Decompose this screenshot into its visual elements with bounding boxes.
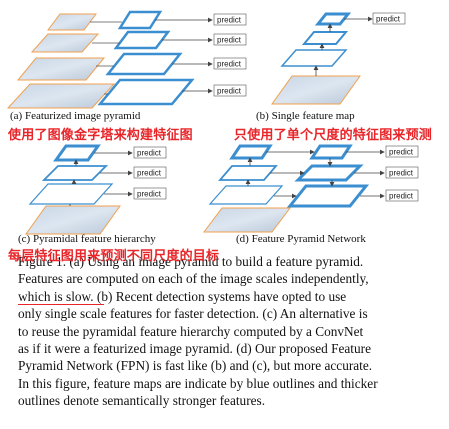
subfigure-c-diagram: predict predict predict xyxy=(25,144,167,235)
caption-line: which is slow. (b) Recent detection syst… xyxy=(18,288,347,304)
caption-line: Figure 1. (a) Using an image pyramid to … xyxy=(18,254,364,269)
subfigure-d-diagram: predict predict predict xyxy=(203,144,419,233)
caption-line: Features are computed on each of the ima… xyxy=(18,271,369,287)
caption-line: In this figure, feature maps are indicat… xyxy=(18,375,378,391)
predict-label: predict xyxy=(217,36,242,45)
caption-line: to reuse the pyramidal feature hierarchy… xyxy=(18,323,364,339)
annotation-underline xyxy=(18,304,104,305)
predict-label: predict xyxy=(217,87,242,96)
caption-d: (d) Feature Pyramid Network xyxy=(236,233,366,245)
caption-line: outlines denote semantically stronger fe… xyxy=(18,393,266,409)
predict-label: predict xyxy=(217,60,242,69)
annotation-b: 只使用了单个尺度的特征图来预测 xyxy=(234,128,433,143)
predict-label: predict xyxy=(389,192,414,201)
caption-line: as if it were a featurized image pyramid… xyxy=(18,341,371,357)
predict-label: predict xyxy=(217,16,242,25)
predict-label: predict xyxy=(137,149,162,158)
figure-diagrams: predict predict predict predict predict … xyxy=(6,10,419,235)
predict-label: predict xyxy=(389,169,414,178)
figure-caption-text: Figure 1. (a) Using an image pyramid to … xyxy=(18,253,432,410)
predict-label: predict xyxy=(137,190,162,199)
caption-line: only single scale features for faster de… xyxy=(18,306,368,322)
annotation-a: 使用了图像金字塔来构建特征图 xyxy=(8,128,193,143)
predict-label: predict xyxy=(376,15,401,24)
subfigure-a-diagram: predict predict predict predict xyxy=(6,10,247,109)
predict-label: predict xyxy=(389,148,414,157)
annotation-c: 每层特征图用来预测不同尺度的目标 xyxy=(8,249,220,264)
caption-c: (c) Pyramidal feature hierarchy xyxy=(18,233,156,245)
caption-a: (a) Featurized image pyramid xyxy=(10,110,141,122)
caption-b: (b) Single feature map xyxy=(256,110,355,122)
subfigure-b-diagram: predict xyxy=(271,12,406,105)
predict-label: predict xyxy=(137,169,162,178)
caption-line: Pyramid Network (FPN) is fast like (b) a… xyxy=(18,358,373,374)
